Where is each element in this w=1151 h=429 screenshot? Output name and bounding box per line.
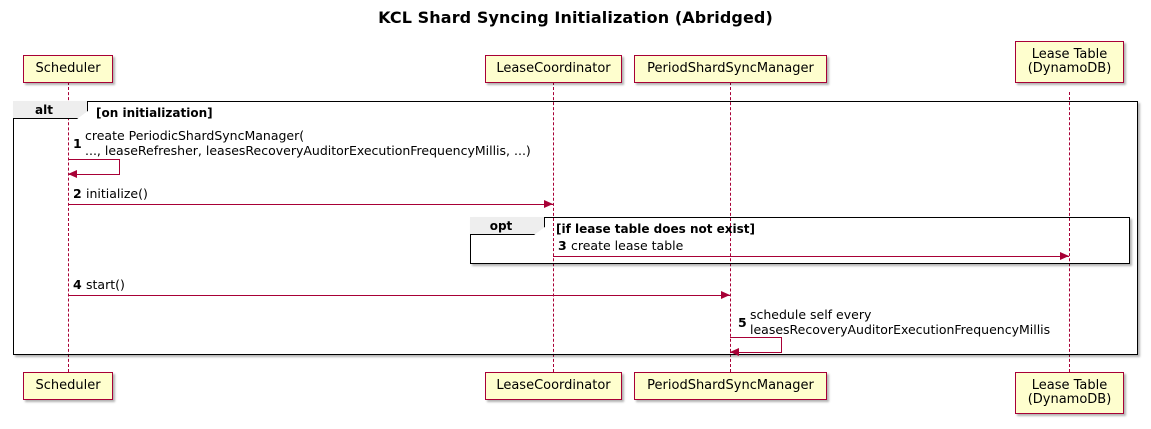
message-4-label: start() bbox=[86, 277, 125, 292]
message-5-number: 5 bbox=[738, 315, 747, 330]
participant-periodshardsyncmanager-top[interactable]: PeriodShardSyncManager bbox=[634, 55, 827, 83]
message-5-arrowhead bbox=[730, 348, 739, 356]
participant-scheduler-top[interactable]: Scheduler bbox=[23, 55, 113, 83]
message-2-line bbox=[68, 204, 553, 205]
message-2-arrowhead bbox=[544, 200, 553, 208]
opt-frame-condition: [if lease table does not exist] bbox=[556, 222, 756, 236]
opt-frame bbox=[470, 217, 1130, 264]
message-3-label: create lease table bbox=[571, 238, 684, 253]
message-5-label: schedule self every leasesRecoveryAudito… bbox=[750, 307, 1051, 337]
lifeline-leasetable bbox=[1069, 92, 1070, 372]
alt-frame-condition: [on initialization] bbox=[96, 106, 213, 120]
message-2-number: 2 bbox=[73, 186, 82, 201]
message-4-number: 4 bbox=[73, 277, 82, 292]
message-1-arrowhead bbox=[68, 170, 77, 178]
message-4-arrowhead bbox=[721, 291, 730, 299]
message-2-label: initialize() bbox=[86, 186, 148, 201]
message-1-label: create PeriodicShardSyncManager( ..., le… bbox=[85, 128, 531, 158]
message-1-number: 1 bbox=[73, 136, 82, 151]
alt-frame bbox=[13, 101, 1138, 355]
message-3-line bbox=[553, 256, 1069, 257]
message-3-number: 3 bbox=[558, 238, 567, 253]
lifeline-leasecoordinator bbox=[553, 82, 554, 372]
message-5-selfcall-loop bbox=[730, 337, 782, 353]
message-3-arrowhead bbox=[1060, 252, 1069, 260]
lifeline-periodshardsyncmanager bbox=[730, 82, 731, 372]
participant-leasetable-bottom[interactable]: Lease Table (DynamoDB) bbox=[1015, 372, 1124, 414]
message-4-line bbox=[68, 295, 730, 296]
lifeline-scheduler bbox=[68, 82, 69, 372]
participant-leasecoordinator-bottom[interactable]: LeaseCoordinator bbox=[485, 372, 622, 400]
participant-scheduler-bottom[interactable]: Scheduler bbox=[23, 372, 113, 400]
participant-leasecoordinator-top[interactable]: LeaseCoordinator bbox=[485, 55, 622, 83]
alt-frame-tab: alt bbox=[13, 101, 88, 119]
participant-periodshardsyncmanager-bottom[interactable]: PeriodShardSyncManager bbox=[634, 372, 827, 400]
opt-frame-tab: opt bbox=[470, 217, 545, 235]
message-1-selfcall-loop bbox=[68, 159, 120, 175]
participant-leasetable-top[interactable]: Lease Table (DynamoDB) bbox=[1015, 41, 1124, 83]
diagram-title: KCL Shard Syncing Initialization (Abridg… bbox=[378, 8, 773, 27]
